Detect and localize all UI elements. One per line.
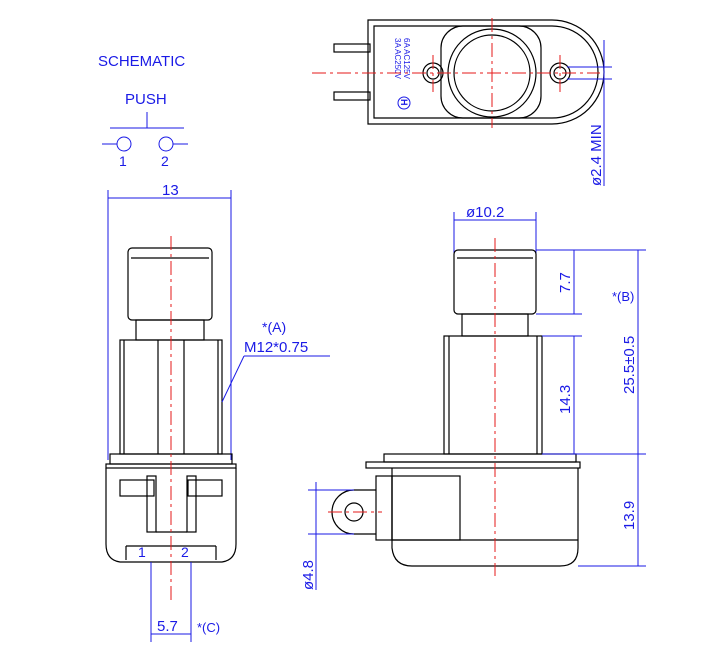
side-housing — [391, 468, 579, 567]
rating-line1: 3A AC250V — [393, 38, 402, 80]
rating-line2: 6A AC125V — [402, 38, 411, 80]
schematic: SCHEMATIC PUSH 1 2 — [98, 53, 188, 169]
front-view: 13 *(A) M12*0.75 1 2 5.7 *(C) — [105, 182, 330, 642]
side-flange-lip — [365, 461, 581, 469]
front-pocket-right — [187, 479, 223, 497]
front-pin-left — [146, 475, 157, 533]
top-cap-housing — [440, 25, 542, 119]
dim-button-dia: ø10.2 — [466, 204, 504, 221]
front-button — [127, 247, 213, 321]
dim-pitch: 5.7 — [157, 618, 178, 635]
contact-1 — [116, 136, 132, 152]
dim-total-ref: *(B) — [612, 289, 634, 304]
side-terminal-block — [375, 475, 393, 541]
front-neck — [135, 319, 205, 341]
front-pocket-left — [119, 479, 155, 497]
dim-button-height: 7.7 — [557, 272, 574, 293]
dim-total: 25.5±0.5 — [621, 336, 638, 394]
side-nut — [443, 335, 543, 455]
side-terminal-window — [391, 475, 461, 541]
front-pin2-label: 2 — [181, 544, 189, 560]
approval-mark: H — [399, 99, 409, 106]
dim-width: 13 — [162, 182, 179, 199]
front-pin1-label: 1 — [138, 544, 146, 560]
thread-note: M12*0.75 — [244, 339, 308, 356]
dim-base-height: 13.9 — [621, 501, 638, 530]
thread-leader — [221, 355, 245, 403]
top-terminal-2 — [333, 91, 371, 101]
dim-thread-len: 14.3 — [557, 385, 574, 414]
schematic-pin2: 2 — [161, 153, 169, 169]
front-pin-right — [186, 475, 197, 533]
dim-pitch-ref: *(C) — [197, 620, 220, 635]
thread-note-ref: *(A) — [262, 319, 286, 335]
dim-hole: ø2.4 MIN — [588, 124, 605, 186]
side-flange — [383, 453, 577, 463]
top-view: 3A AC250V 6A AC125V H ø2.4 MIN — [312, 18, 612, 186]
schematic-push-label: PUSH — [125, 91, 167, 108]
top-body-inner — [373, 25, 599, 119]
schematic-title: SCHEMATIC — [98, 53, 185, 70]
approval-mark-circle — [397, 96, 411, 110]
dim-ring-dia: ø4.8 — [300, 560, 317, 590]
top-terminal-1 — [333, 43, 371, 53]
contact-2 — [158, 136, 174, 152]
side-view: ø10.2 ø4.8 7.7 14.3 — [300, 204, 646, 590]
schematic-pin1: 1 — [119, 153, 127, 169]
